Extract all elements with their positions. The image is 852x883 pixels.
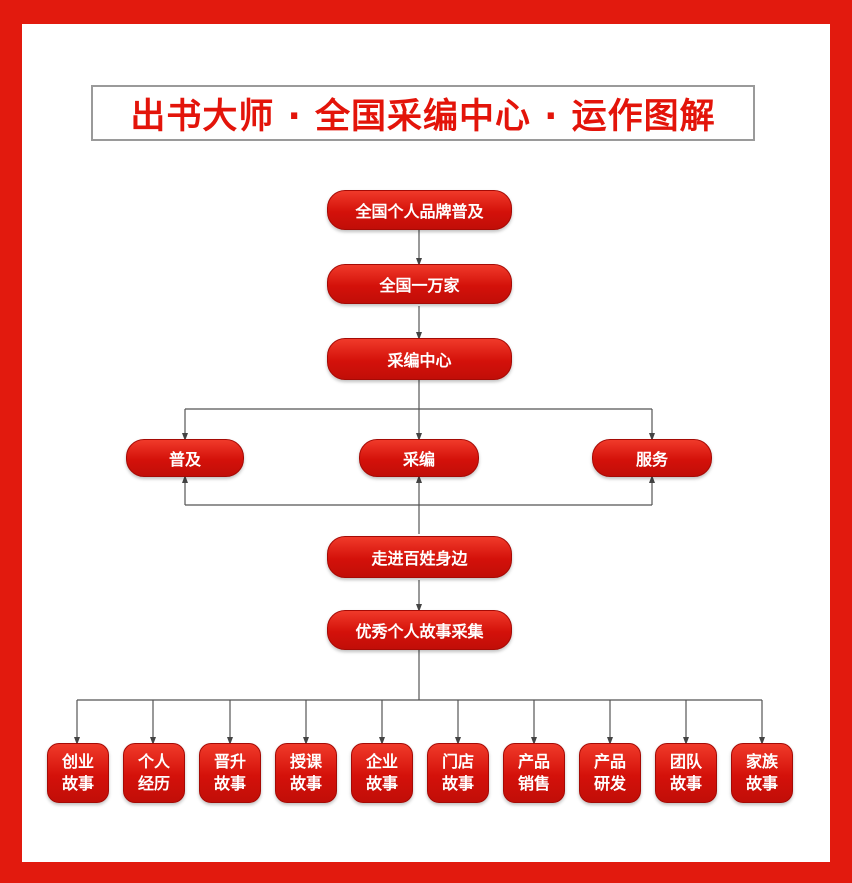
leaf-8: 产品 研发 <box>579 743 641 803</box>
node-center: 采编中心 <box>327 338 512 380</box>
node-center-label: 采编中心 <box>387 351 452 370</box>
leaf-9-line2: 故事 <box>669 774 702 793</box>
node-popularize: 普及 <box>126 439 244 477</box>
page-title: 出书大师 · 全国采编中心 · 运作图解 <box>130 96 716 137</box>
leaf-10-line2: 故事 <box>745 774 778 793</box>
leaf-2-line2: 经历 <box>137 774 170 793</box>
leaf-4: 授课 故事 <box>275 743 337 803</box>
leaf-3-line2: 故事 <box>213 774 246 793</box>
node-community-label: 走进百姓身边 <box>371 549 468 568</box>
leaf-10: 家族 故事 <box>731 743 793 803</box>
leaf-1-line1: 创业 <box>61 752 94 771</box>
node-collection: 优秀个人故事采集 <box>327 610 512 650</box>
node-community: 走进百姓身边 <box>327 536 512 578</box>
leaf-5-line2: 故事 <box>365 774 398 793</box>
leaf-6-line1: 门店 <box>441 752 474 771</box>
connector-lines <box>74 230 765 745</box>
title-banner: 出书大师 · 全国采编中心 · 运作图解 <box>91 85 755 141</box>
node-collection-label: 优秀个人故事采集 <box>355 622 484 641</box>
node-editing: 采编 <box>359 439 479 477</box>
leaf-4-line1: 授课 <box>289 752 322 771</box>
leaf-5: 企业 故事 <box>351 743 413 803</box>
leaf-8-line1: 产品 <box>593 752 626 771</box>
node-service: 服务 <box>592 439 712 477</box>
leaf-5-line1: 企业 <box>365 752 398 771</box>
node-brand: 全国个人品牌普及 <box>327 190 512 230</box>
node-editing-label: 采编 <box>402 450 435 469</box>
leaf-7: 产品 销售 <box>503 743 565 803</box>
leaf-7-line2: 销售 <box>517 774 550 793</box>
node-service-label: 服务 <box>635 450 668 469</box>
leaf-4-line2: 故事 <box>289 774 322 793</box>
leaf-9-line1: 团队 <box>669 752 702 771</box>
leaf-10-line1: 家族 <box>745 752 778 771</box>
node-ten-thousand: 全国一万家 <box>327 264 512 304</box>
leaf-9: 团队 故事 <box>655 743 717 803</box>
node-brand-label: 全国个人品牌普及 <box>355 202 484 221</box>
leaf-2-line1: 个人 <box>137 752 170 771</box>
leaf-1: 创业 故事 <box>47 743 109 803</box>
diagram-canvas: 出书大师 · 全国采编中心 · 运作图解 <box>22 24 830 862</box>
node-popularize-label: 普及 <box>168 450 201 469</box>
leaf-2: 个人 经历 <box>123 743 185 803</box>
leaf-6: 门店 故事 <box>427 743 489 803</box>
leaf-1-line2: 故事 <box>61 774 94 793</box>
node-ten-thousand-label: 全国一万家 <box>379 276 460 295</box>
leaf-6-line2: 故事 <box>441 774 474 793</box>
leaf-7-line1: 产品 <box>517 752 550 771</box>
leaf-3-line1: 晋升 <box>213 752 246 771</box>
leaf-3: 晋升 故事 <box>199 743 261 803</box>
leaf-8-line2: 研发 <box>593 774 626 793</box>
